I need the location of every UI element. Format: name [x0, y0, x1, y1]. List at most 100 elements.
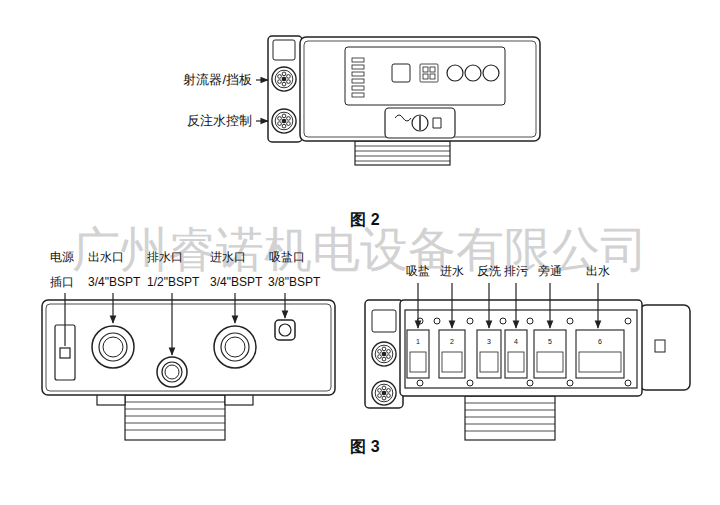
- chamber: [407, 330, 624, 378]
- fig3-chamber-view: [655, 340, 665, 352]
- thread-lines: [125, 402, 225, 403]
- fig3-chamber-view: [372, 381, 396, 405]
- screw: [434, 318, 440, 324]
- led-bars: [352, 58, 364, 62]
- screw: [567, 380, 573, 386]
- chamber: [439, 330, 465, 378]
- chamber: [579, 352, 621, 372]
- display-icon: [423, 67, 428, 72]
- part-label: 射流器/挡板: [183, 73, 252, 88]
- display-icon: [430, 67, 435, 72]
- leader-line: [171, 293, 172, 355]
- screw: [417, 318, 631, 386]
- chamber-label: 进水: [440, 265, 464, 279]
- screw: [417, 380, 423, 386]
- fig3-port-side: [162, 362, 182, 382]
- leader-line: [64, 293, 65, 346]
- chamber: [505, 330, 527, 378]
- leader-line: [112, 293, 113, 323]
- fig2-valve: [385, 108, 455, 138]
- fig3-chamber-view: [400, 300, 642, 396]
- screw: [625, 318, 631, 324]
- fig3-port-side: [92, 326, 134, 368]
- fig2-valve: [447, 65, 463, 81]
- led-bars: [352, 93, 364, 97]
- thread-lines: [465, 417, 555, 418]
- fig3-port-side: [42, 300, 335, 440]
- thread-size: 3/4"BSPT: [88, 276, 140, 290]
- fig3-port-side: [275, 320, 295, 340]
- fig3-port-side: [157, 357, 187, 387]
- chamber: [480, 352, 498, 372]
- fig3-port-side: [165, 365, 179, 379]
- port-label: 排水口: [147, 251, 183, 265]
- display-icon: [420, 64, 438, 82]
- thread-lines: [125, 423, 225, 424]
- chamber: [576, 330, 624, 378]
- fig3-port-side: [60, 348, 70, 358]
- chamber: [477, 330, 501, 378]
- fig2-valve: [268, 36, 302, 142]
- fig2-valve: [300, 37, 540, 141]
- fig2-valve: [483, 65, 499, 81]
- fig2-valve: [412, 115, 428, 131]
- fig2-valve: [273, 40, 295, 60]
- leader-line: [256, 80, 268, 121]
- leader-line: [417, 283, 418, 328]
- thread-lines: [355, 146, 450, 161]
- fig2-valve: [355, 141, 450, 165]
- port-label: 进水口: [210, 251, 246, 265]
- display-icon: [420, 64, 438, 82]
- led-bars: [352, 58, 364, 97]
- chamber: [407, 330, 429, 378]
- thread-size: 1/2"BSPT: [147, 276, 199, 290]
- port-label: 电源: [50, 251, 74, 265]
- fig2-valve: [345, 47, 505, 105]
- fig2-valve: [272, 67, 296, 91]
- callout-number: 4: [514, 338, 518, 346]
- leader-line: [256, 120, 268, 121]
- led-bars: [352, 79, 364, 83]
- fig3-port-side: [279, 324, 291, 336]
- fig3-chamber-view: [365, 300, 403, 408]
- led-bars: [352, 65, 364, 69]
- fig2-valve: [304, 41, 536, 137]
- chamber-label: 旁通: [538, 265, 562, 279]
- figure-caption: 图 3: [350, 438, 379, 456]
- chamber: [410, 352, 426, 372]
- thread-lines: [355, 151, 450, 152]
- port-label: 吸盐口: [269, 251, 305, 265]
- chamber: [508, 352, 524, 372]
- chamber: [534, 330, 566, 378]
- fig2-valve: [395, 115, 411, 121]
- thread-lines: [125, 416, 225, 417]
- leader-line: [284, 293, 285, 318]
- led-bars: [352, 86, 364, 90]
- fig3-chamber-view: [640, 305, 690, 390]
- thread-lines: [465, 403, 555, 404]
- fig2-valve: [465, 65, 481, 81]
- fig3-chamber-view: [372, 310, 396, 332]
- callout-number: 5: [548, 338, 552, 346]
- thread-lines: [125, 409, 225, 410]
- led-bars: [352, 72, 364, 76]
- display-icon: [423, 74, 428, 79]
- leader-line: [451, 283, 452, 328]
- thread-lines: [355, 146, 450, 147]
- fig2-valve: [392, 64, 410, 82]
- leader-line: [418, 283, 598, 328]
- fig2-valve: [268, 36, 540, 165]
- fig3-port-side: [125, 395, 225, 440]
- fig3-port-side: [42, 300, 335, 395]
- leader-line: [549, 283, 550, 328]
- leader-line: [488, 283, 489, 328]
- chamber-label: 反洗: [477, 265, 501, 279]
- port-label: 插口: [50, 276, 74, 290]
- leader-line: [234, 293, 235, 323]
- fig3-chamber-view: [465, 396, 555, 440]
- fig3-port-side: [214, 326, 256, 368]
- thread-lines: [125, 430, 225, 431]
- figure-caption: 图 2: [350, 211, 379, 229]
